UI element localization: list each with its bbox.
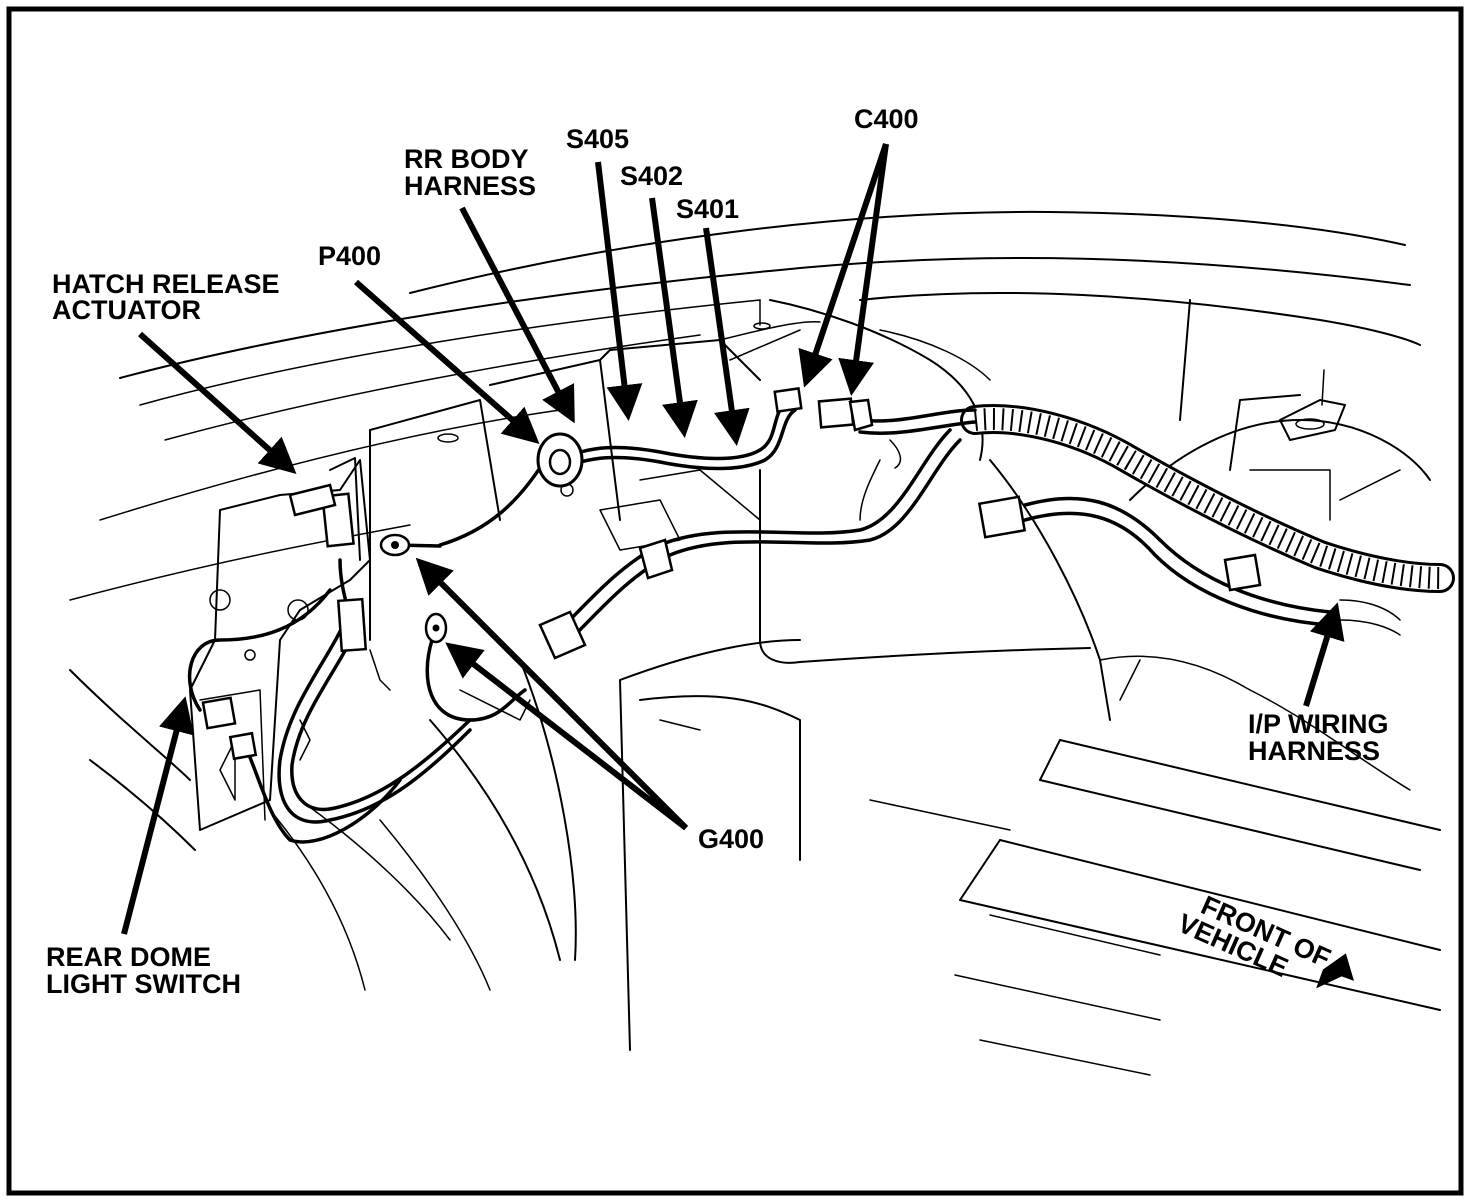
callout-labels: HATCH RELEASE ACTUATOR P400 RR BODY HARN… (46, 104, 1396, 1000)
front-of-vehicle-arrow (1316, 953, 1354, 989)
leader-arrows (121, 143, 1354, 989)
label-p400: P400 (318, 241, 381, 271)
label-rr-body-harness: RR BODY HARNESS (404, 144, 536, 201)
label-hatch-release-actuator-line1: HATCH RELEASE (52, 269, 280, 299)
p400-grommet (536, 432, 584, 488)
label-g400: G400 (698, 824, 764, 854)
dome-switch-connector-b (228, 731, 258, 761)
label-front-of-vehicle: FRONT OF VEHICLE (1173, 884, 1341, 1000)
diagram-frame (6, 6, 1464, 1196)
harness-connector-right (977, 495, 1027, 539)
label-hatch-release-actuator: HATCH RELEASE ACTUATOR (52, 269, 287, 325)
connectors (201, 387, 1262, 761)
label-s402: S402 (620, 161, 683, 191)
label-hatch-release-actuator-line2: ACTUATOR (52, 295, 201, 325)
wiring-harnesses (187, 398, 1455, 844)
label-ip-wiring-harness-line1: I/P WIRING (1248, 709, 1389, 739)
label-rr-body-harness-line2: HARNESS (404, 171, 536, 201)
hatch-wire-connector (336, 597, 368, 653)
c400-connector-a (773, 387, 803, 413)
label-c400: C400 (854, 104, 919, 134)
label-rear-dome-light-switch: REAR DOME LIGHT SWITCH (46, 942, 241, 999)
label-s405: S405 (566, 124, 629, 154)
label-rear-dome-light-switch-line1: REAR DOME (46, 942, 211, 972)
label-s401: S401 (676, 194, 739, 224)
label-rear-dome-light-switch-line2: LIGHT SWITCH (46, 969, 241, 999)
label-ip-wiring-harness-line2: HARNESS (1248, 736, 1380, 766)
label-rr-body-harness-line1: RR BODY (404, 144, 528, 174)
label-ip-wiring-harness: I/P WIRING HARNESS (1248, 709, 1396, 766)
c400-connector-b (817, 397, 855, 429)
dome-switch-connector-a (201, 696, 237, 730)
vehicle-body-outline (69, 210, 1441, 1076)
